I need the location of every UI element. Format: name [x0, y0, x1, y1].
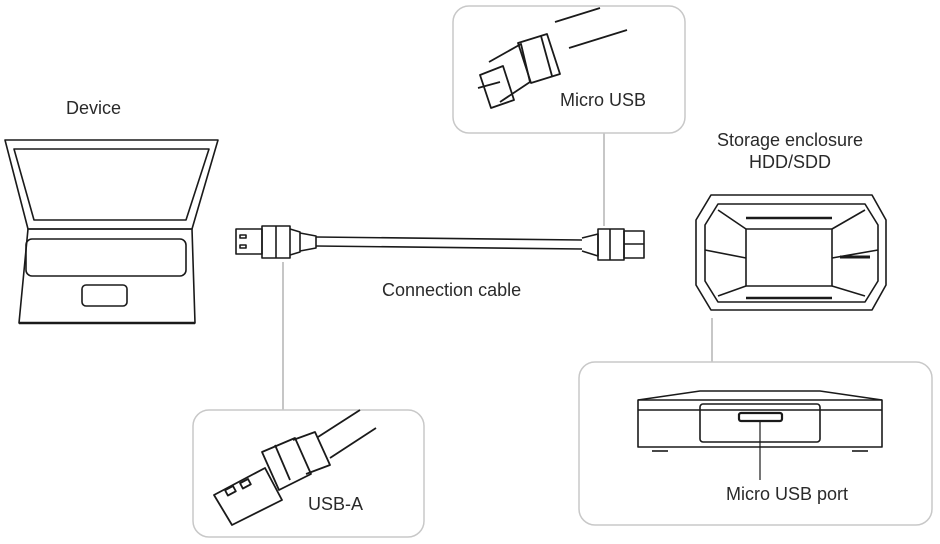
storage-side-view: [637, 390, 883, 452]
callout-boxes: [192, 5, 933, 538]
micro-usb-plug-icon: [477, 7, 628, 109]
callout-micro-usb: [452, 5, 686, 134]
label-connection-cable: Connection cable: [382, 280, 522, 300]
connection-cable: [235, 225, 645, 261]
laptop-icon: [4, 139, 219, 325]
label-usb-a: USB-A: [308, 494, 364, 514]
cable-micro-usb-plug: [581, 228, 645, 261]
leader-lines: [282, 133, 713, 410]
callout-usb-a: [192, 409, 425, 538]
label-device: Device: [66, 98, 122, 118]
usb-a-plug-icon: [213, 409, 377, 526]
micro-usb-port-icon: [737, 411, 784, 423]
label-storage-enclosure: Storage enclosure HDD/SDD: [700, 129, 880, 173]
label-micro-usb-port: Micro USB port: [726, 484, 849, 504]
callout-micro-usb-port: [578, 361, 933, 526]
cable-usb-a-plug: [235, 225, 317, 259]
label-micro-usb: Micro USB: [560, 90, 647, 110]
label-storage-line1: Storage enclosure: [716, 130, 864, 150]
storage-enclosure-icon: [695, 194, 887, 311]
label-storage-line2: HDD/SDD: [748, 152, 831, 172]
